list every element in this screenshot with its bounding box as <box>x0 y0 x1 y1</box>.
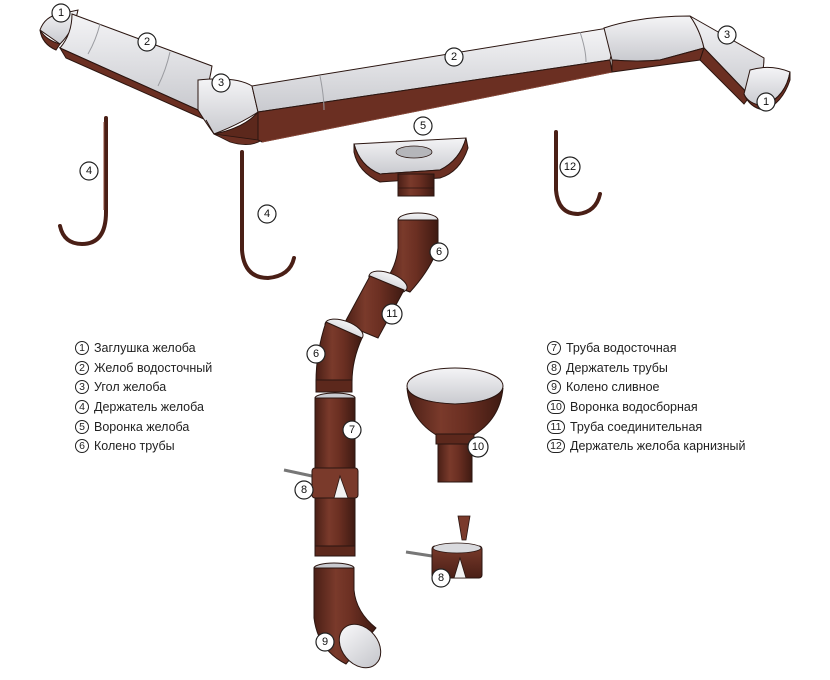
legend-number: 2 <box>75 360 89 375</box>
callout-downpipe: 7 <box>342 420 362 440</box>
callout-pipe-elbow-upper: 6 <box>429 242 449 262</box>
callout-gutter-bracket-left: 4 <box>79 161 99 181</box>
callout-pipe-elbow-lower: 6 <box>306 344 326 364</box>
callout-gutter-end-cap-right: 1 <box>756 92 776 112</box>
legend-text: Держатель трубы <box>566 360 668 375</box>
legend-text: Колено сливное <box>566 380 660 395</box>
legend-text: Воронка водосборная <box>570 399 698 414</box>
svg-text:12: 12 <box>564 161 576 173</box>
pipe-bracket-loose <box>405 515 483 579</box>
legend-text: Желоб водосточный <box>94 360 213 375</box>
legend-number: 1 <box>75 340 89 355</box>
legend-item: 3 Угол желоба <box>75 377 212 397</box>
svg-text:6: 6 <box>313 348 319 360</box>
legend-text: Держатель желоба <box>94 399 204 414</box>
gutter-end-cap-right <box>743 66 791 111</box>
legend-item: 5 Воронка желоба <box>75 417 212 437</box>
callout-gutter-bracket-middle: 4 <box>257 204 277 224</box>
gutter-outlet-funnel <box>353 137 469 197</box>
callout-gutter-section-left: 2 <box>137 32 157 52</box>
legend-number: 8 <box>547 360 561 375</box>
legend-item: 2 Желоб водосточный <box>75 358 212 378</box>
svg-text:10: 10 <box>472 441 484 453</box>
svg-text:11: 11 <box>386 308 397 320</box>
legend-text: Угол желоба <box>94 380 167 395</box>
callout-collecting-funnel: 10 <box>467 436 489 458</box>
svg-text:3: 3 <box>218 77 224 89</box>
legend-left: 1 Заглушка желоба 2 Желоб водосточный 3 Уго… <box>75 338 212 456</box>
callout-gutter-corner-left: 3 <box>211 73 231 93</box>
callout-pipe-bracket-mounted: 8 <box>294 480 314 500</box>
legend-item: 7 Труба водосточная <box>547 338 746 358</box>
collecting-funnel <box>406 367 504 483</box>
legend-item: 1 Заглушка желоба <box>75 338 212 358</box>
legend-text: Воронка желоба <box>94 419 190 434</box>
svg-text:1: 1 <box>58 7 64 19</box>
gutter-bracket-middle <box>240 150 296 281</box>
callout-connecting-pipe: 11 <box>381 303 403 325</box>
gutter-run <box>39 9 791 145</box>
legend-number: 12 <box>547 439 565 454</box>
legend-text: Держатель желоба карнизный <box>570 439 746 454</box>
drain-elbow <box>313 562 382 669</box>
callout-drain-elbow: 9 <box>315 632 335 652</box>
gutter-section-left <box>58 13 213 121</box>
connecting-pipe <box>343 270 408 339</box>
svg-text:2: 2 <box>451 51 457 63</box>
svg-text:1: 1 <box>763 96 769 108</box>
legend-item: 9 Колено сливное <box>547 377 746 397</box>
legend-number: 3 <box>75 380 89 395</box>
callout-gutter-outlet-funnel: 5 <box>413 116 433 136</box>
svg-text:3: 3 <box>724 29 730 41</box>
svg-text:8: 8 <box>438 572 444 584</box>
gutter-bracket-eaves <box>554 130 602 217</box>
legend-number: 10 <box>547 399 565 414</box>
svg-text:5: 5 <box>420 120 426 132</box>
legend-item: 6 Колено трубы <box>75 436 212 456</box>
legend-text: Заглушка желоба <box>94 340 196 355</box>
callout-gutter-bracket-eaves: 12 <box>559 156 581 178</box>
legend-number: 11 <box>547 419 565 434</box>
legend-number: 9 <box>547 380 561 395</box>
gutter-corner-right <box>603 15 705 73</box>
callout-gutter-section-middle: 2 <box>444 47 464 67</box>
legend-right: 7 Труба водосточная 8 Держатель трубы 9 Кол… <box>547 338 746 456</box>
callout-pipe-bracket-loose: 8 <box>431 568 451 588</box>
svg-text:2: 2 <box>144 36 150 48</box>
svg-text:9: 9 <box>322 636 328 648</box>
legend-number: 6 <box>75 439 89 454</box>
svg-text:7: 7 <box>349 424 355 436</box>
gutter-bracket-left <box>58 116 108 247</box>
callout-gutter-corner-right: 3 <box>717 25 737 45</box>
svg-text:6: 6 <box>436 246 442 258</box>
legend-item: 11 Труба соединительная <box>547 417 746 437</box>
legend-number: 7 <box>547 340 561 355</box>
pipe-elbow-upper <box>383 212 439 293</box>
legend-item: 10 Воронка водосборная <box>547 397 746 417</box>
legend-item: 4 Держатель желоба <box>75 397 212 417</box>
legend-text: Колено трубы <box>94 439 175 454</box>
callout-gutter-end-cap-left: 1 <box>51 3 71 23</box>
legend-text: Труба соединительная <box>570 419 703 434</box>
legend-item: 8 Держатель трубы <box>547 358 746 378</box>
svg-text:4: 4 <box>86 165 92 177</box>
svg-text:4: 4 <box>264 208 270 220</box>
pipe-bracket-mounted <box>283 467 359 499</box>
pipe-elbow-lower <box>315 318 364 393</box>
legend-number: 5 <box>75 419 89 434</box>
legend-number: 4 <box>75 399 89 414</box>
legend-text: Труба водосточная <box>566 340 677 355</box>
legend-item: 12 Держатель желоба карнизный <box>547 436 746 456</box>
svg-text:8: 8 <box>301 484 307 496</box>
